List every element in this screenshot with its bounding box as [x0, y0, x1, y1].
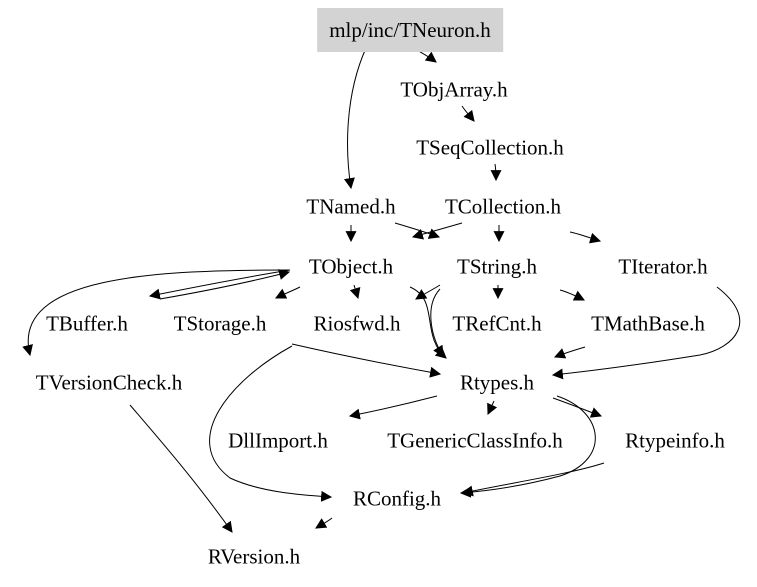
- node-tobjarray[interactable]: TObjArray.h: [400, 77, 508, 102]
- node-tnamed[interactable]: TNamed.h: [306, 194, 396, 219]
- edge-rtypes-to-tgenericclassinfo: [487, 400, 498, 415]
- node-rversion[interactable]: RVersion.h: [207, 544, 301, 569]
- edge-tobject-to-tstorage: [275, 286, 301, 299]
- edge-rtypes-to-rconfig: [459, 395, 596, 498]
- node-riosfwd[interactable]: Riosfwd.h: [313, 311, 401, 336]
- edge-tversioncheck-to-rversion: [129, 404, 233, 533]
- node-rtypeinfo[interactable]: Rtypeinfo.h: [625, 428, 725, 453]
- node-rtypes[interactable]: Rtypes.h: [459, 370, 535, 395]
- edge-tbuffer-to-tobject: [159, 269, 291, 300]
- node-tneuron[interactable]: mlp/inc/TNeuron.h: [317, 8, 503, 52]
- edge-tcollection-to-titerator: [569, 231, 602, 244]
- node-tseqcollection[interactable]: TSeqCollection.h: [416, 135, 564, 160]
- node-tgenericclassinfo[interactable]: TGenericClassInfo.h: [387, 428, 563, 453]
- node-tcollection[interactable]: TCollection.h: [444, 194, 562, 219]
- edge-tmathbase-to-rtypes: [553, 346, 586, 359]
- edge-tobject-to-rtypes: [409, 286, 447, 359]
- node-trefcnt[interactable]: TRefCnt.h: [452, 311, 542, 336]
- node-tbuffer[interactable]: TBuffer.h: [46, 311, 128, 336]
- edge-tobject-to-tbuffer: [148, 269, 291, 300]
- edge-riosfwd-to-rtypes: [291, 343, 442, 378]
- edge-rtypes-to-dllimport: [348, 395, 438, 420]
- node-tobject[interactable]: TObject.h: [308, 254, 394, 279]
- node-rconfig[interactable]: RConfig.h: [352, 486, 442, 511]
- edge-rtypeinfo-to-rconfig: [461, 462, 605, 497]
- node-tstorage[interactable]: TStorage.h: [173, 311, 267, 336]
- edge-tneuron-to-tnamed: [344, 47, 367, 190]
- edge-tstring-to-rtypes: [430, 288, 444, 357]
- node-tversioncheck[interactable]: TVersionCheck.h: [35, 370, 183, 395]
- edge-rtypes-to-rtypeinfo: [552, 397, 603, 418]
- edge-riosfwd-to-rconfig: [209, 345, 333, 502]
- node-dllimport[interactable]: DllImport.h: [228, 428, 328, 453]
- edge-tobject-to-tversioncheck: [22, 269, 291, 357]
- edge-tcollection-to-tobject: [411, 222, 463, 240]
- edge-rconfig-to-rversion: [315, 517, 333, 529]
- edge-titerator-to-rtypes: [551, 286, 741, 380]
- edge-tseqcollection-to-tcollection: [490, 163, 502, 182]
- edge-tstring-to-riosfwd: [415, 284, 441, 300]
- edge-tstring-to-tmathbase: [559, 289, 585, 301]
- edge-tnamed-to-tstring: [394, 222, 441, 239]
- edge-tobject-to-riosfwd: [349, 284, 361, 300]
- node-titerator[interactable]: TIterator.h: [618, 254, 708, 279]
- edge-tobjarray-to-tseqcollection: [461, 105, 475, 122]
- node-tmathbase[interactable]: TMathBase.h: [591, 311, 705, 336]
- node-tstring[interactable]: TString.h: [457, 254, 537, 279]
